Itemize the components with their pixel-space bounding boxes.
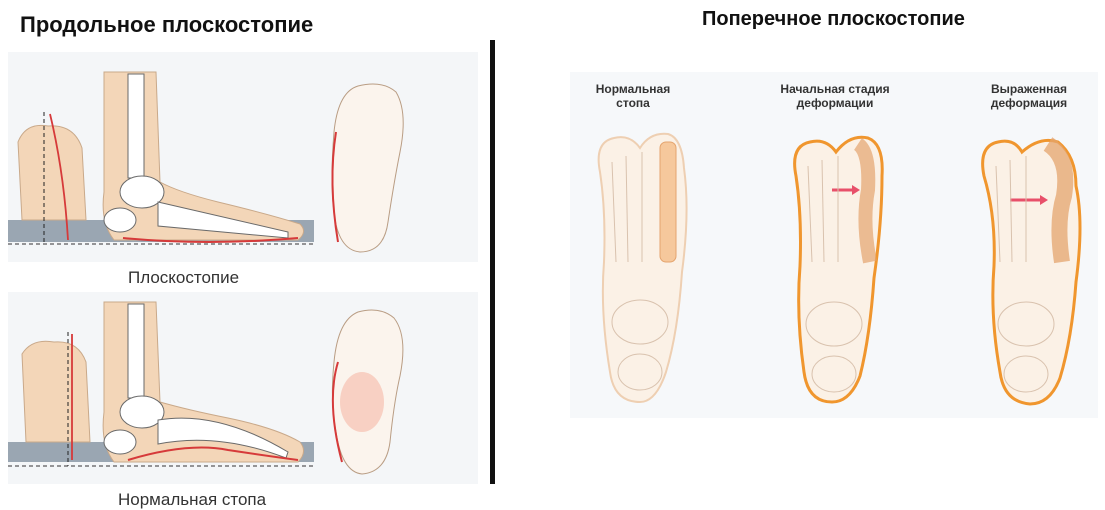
foot-skeleton-severe-icon [983, 140, 1080, 404]
divider [490, 40, 495, 484]
foot-skeletons [570, 72, 1098, 418]
foot-skeleton-normal-icon [599, 134, 687, 402]
foot-skeleton-initial-icon [795, 137, 883, 402]
side-view-foot-icon [103, 72, 303, 242]
deformation-panel: Нормальная стопа Начальная стадия деформ… [570, 72, 1098, 418]
left-title: Продольное плоскостопие [20, 12, 313, 38]
flatfoot-panel [8, 52, 478, 262]
side-view-foot-icon [103, 302, 303, 462]
flatfoot-illustration [8, 52, 478, 262]
flatfoot-caption: Плоскостопие [128, 268, 239, 288]
sole-print-icon [332, 84, 403, 252]
normal-foot-panel [8, 292, 478, 484]
normal-foot-illustration [8, 292, 478, 484]
normal-foot-caption: Нормальная стопа [118, 490, 266, 510]
right-title: Поперечное плоскостопие [702, 8, 965, 31]
sole-print-icon [332, 310, 403, 474]
